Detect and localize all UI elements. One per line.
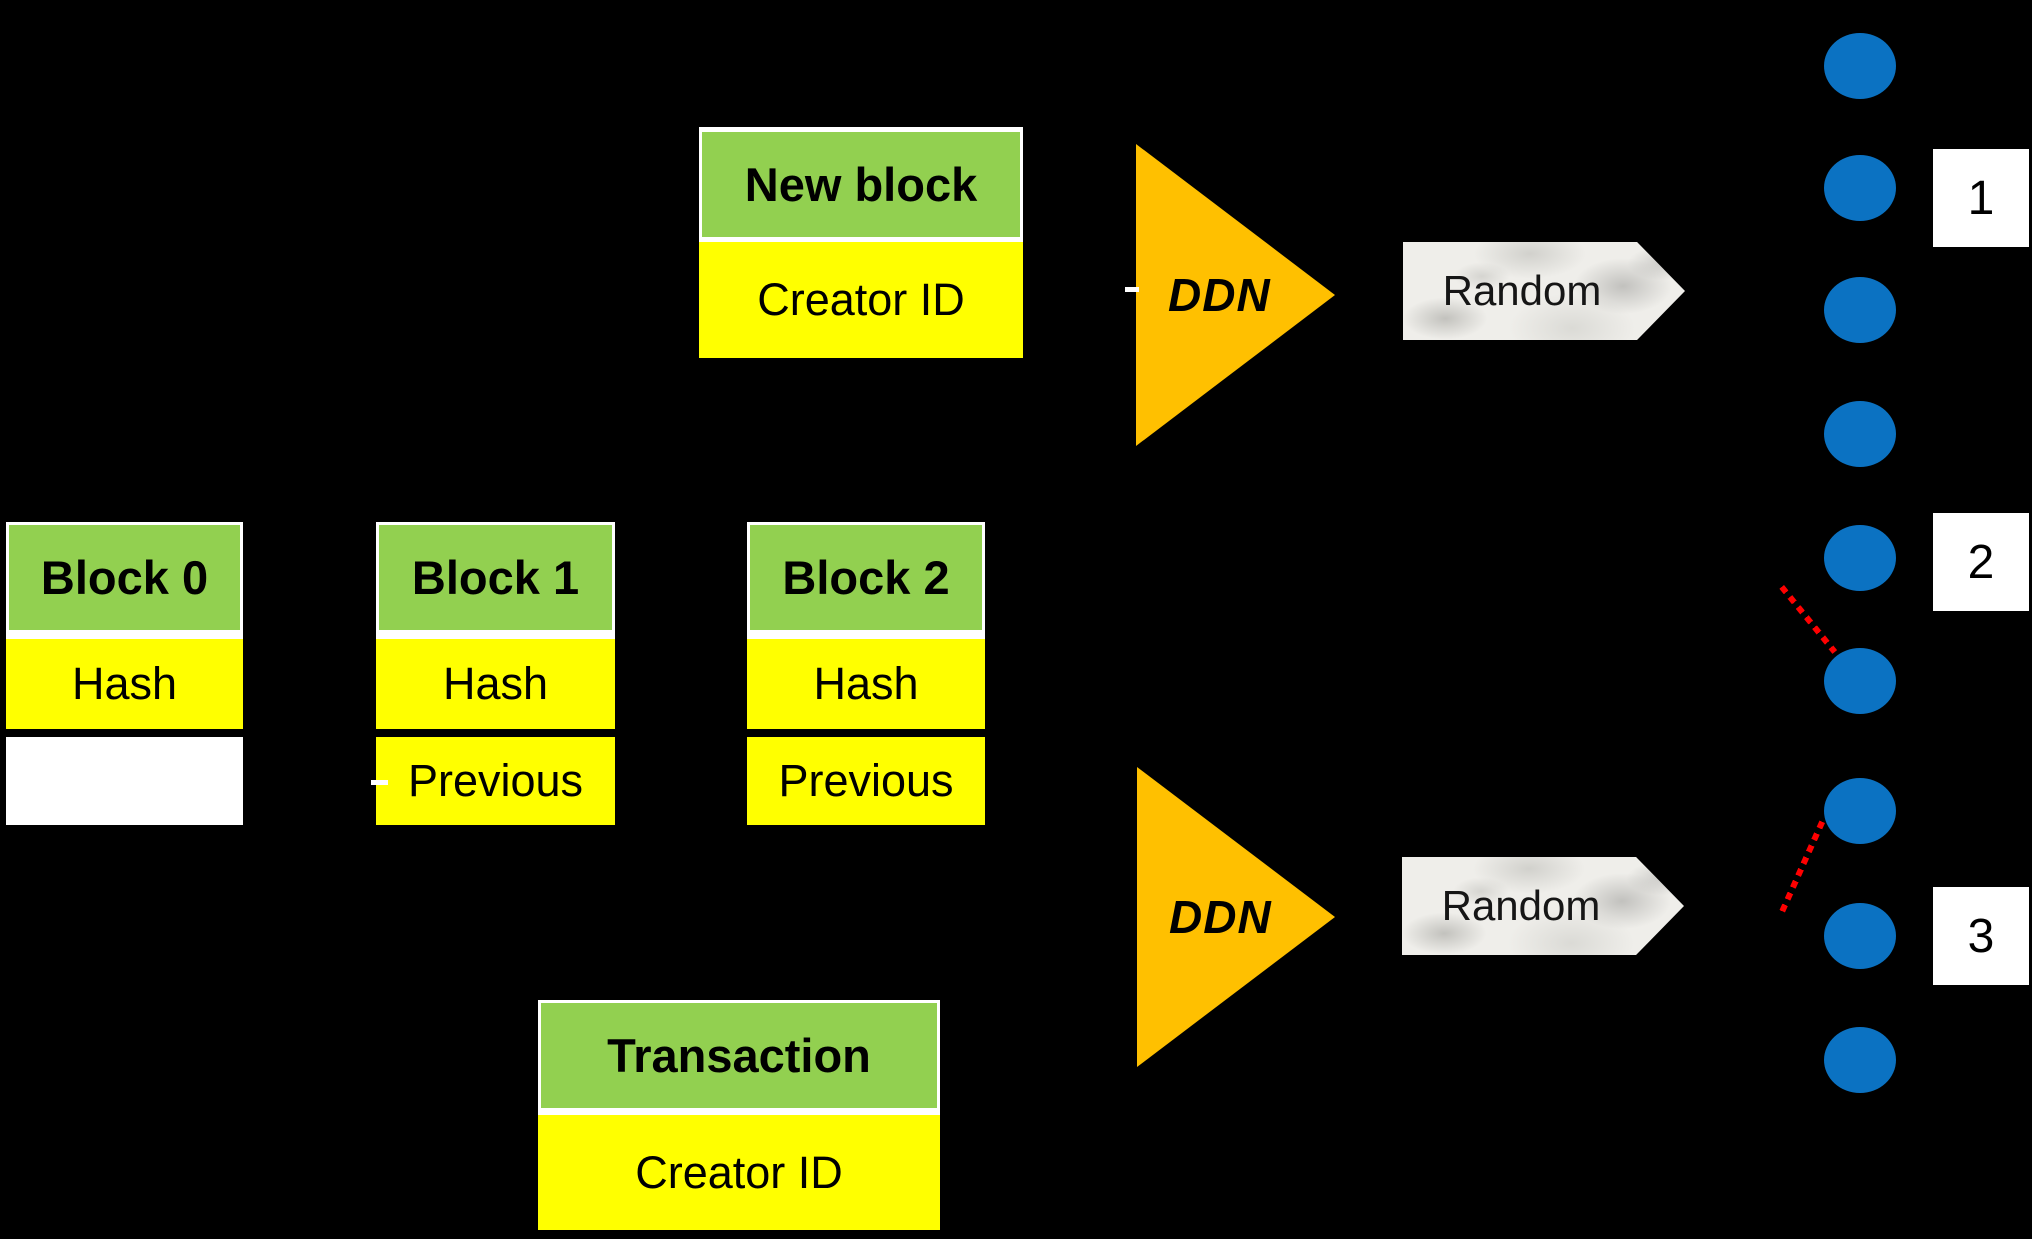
network-node [1824,155,1896,221]
block-2-hash-cell: Hash [747,639,985,729]
block-0-hash-cell: Hash [6,639,243,729]
network-node [1824,1027,1896,1093]
group-label-1: 1 [1933,149,2029,247]
network-node [1824,277,1896,343]
network-node [1824,525,1896,591]
block-1-previous-cell: Previous [376,737,615,825]
group-label-2: 2 [1933,513,2029,611]
block-1-header: Block 1 [376,522,615,639]
random-arrow-top: Random [1403,242,1685,340]
network-node [1824,648,1896,714]
transaction-header: Transaction [538,1000,940,1115]
ddn-label-bottom: DDN [1169,891,1272,943]
arrow-remnant-dash-block1 [371,780,388,785]
block-2-previous-cell: Previous [747,737,985,825]
block-0-empty-cell [6,737,243,825]
new-block-creator-id-cell: Creator ID [699,242,1023,358]
arrow-remnant-dash-ddn [1125,287,1139,292]
red-dotted-link-2 [1777,820,1825,918]
ddn-triangle-top: DDN [1136,144,1335,446]
network-node [1824,33,1896,99]
random-arrow-bottom: Random [1402,857,1684,955]
network-node [1824,778,1896,844]
block-0-header: Block 0 [6,522,243,639]
network-node [1824,401,1896,467]
red-dotted-link-1 [1779,585,1838,654]
new-block-header: New block [699,127,1023,242]
ddn-triangle-bottom: DDN [1137,767,1335,1067]
group-label-3: 3 [1933,887,2029,985]
network-node [1824,903,1896,969]
transaction-creator-id-cell: Creator ID [538,1115,940,1230]
block-1-hash-cell: Hash [376,639,615,729]
block-2-header: Block 2 [747,522,985,639]
ddn-label-top: DDN [1168,269,1271,321]
